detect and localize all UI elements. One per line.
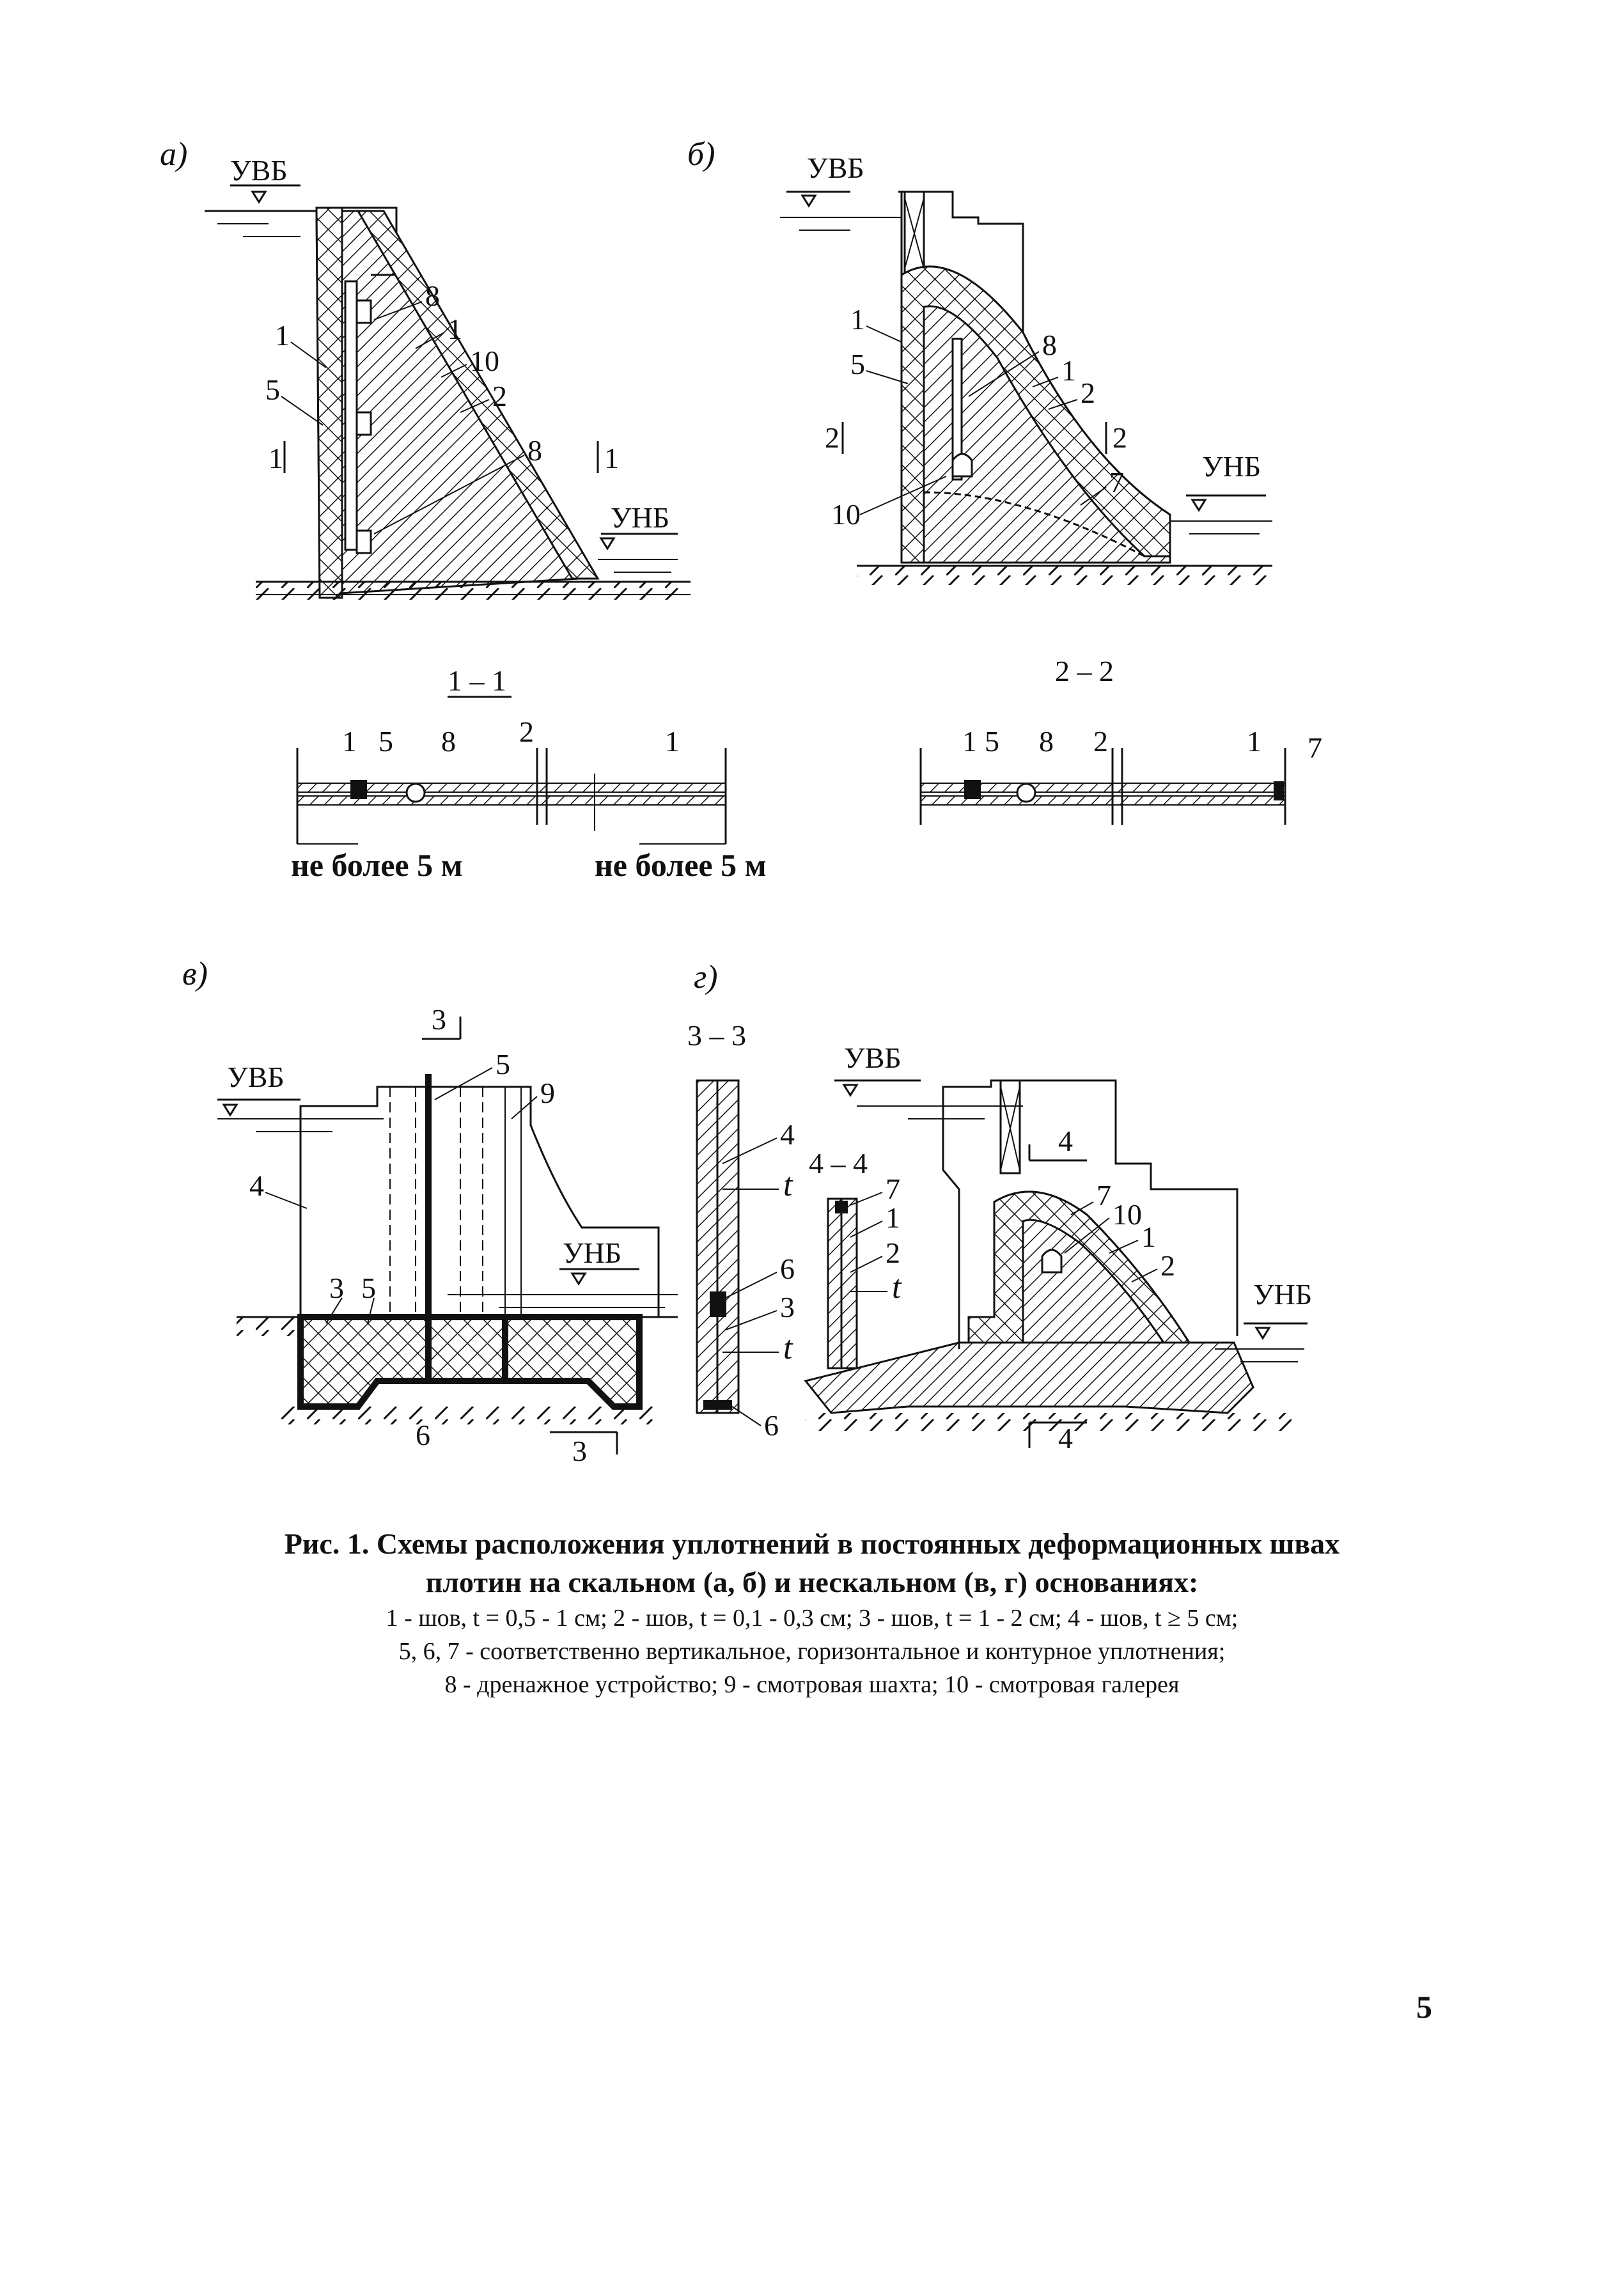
sec33-label-3: 3 [780,1291,795,1323]
panel-b-tag: б) [687,136,715,173]
dam-g-label-2: 2 [1160,1249,1175,1282]
sec11-label-1: 1 [342,725,357,758]
panel-v: в) УВБ УНБ 3 3 5 [182,956,678,1467]
dam-g-label-1: 1 [1141,1220,1156,1253]
unb-label-b: УНБ [1202,450,1261,483]
label-b-8: 8 [1042,329,1057,361]
sec44-label-7: 7 [886,1173,900,1205]
label-v-5b: 5 [361,1272,376,1304]
sec33-label-t: t [783,1167,793,1203]
section-mark-v-top: 3 [432,1003,446,1036]
section-mark-v-bottom: 3 [572,1435,587,1467]
label-a-1: 1 [275,319,290,352]
unb-label-a: УНБ [611,501,669,534]
section-4-4-title: 4 – 4 [809,1147,868,1180]
page-number: 5 [1416,1989,1432,2025]
gallery-b [951,453,973,478]
panel-g-tag: г) [694,959,718,995]
label-b-10: 10 [831,498,861,531]
sec44-label-t: t [892,1269,902,1306]
label-a-10: 10 [470,345,499,377]
sec33-label-4: 4 [780,1118,795,1151]
sec44-label-1: 1 [886,1201,900,1234]
sec11-label-1b: 1 [665,725,680,758]
foundation-v [297,1314,643,1410]
dam-g-label-7: 7 [1097,1179,1111,1212]
dim-left: не более 5 м [291,847,463,883]
sec11-label-2: 2 [519,715,534,748]
caption-legend-line2: 5, 6, 7 - соответственно вертикальное, г… [398,1638,1226,1665]
sec33-label-6b: 6 [764,1409,779,1442]
gallery-g [1041,1249,1063,1274]
label-v-5: 5 [496,1048,510,1080]
section-mark-a-left: 1 [269,442,283,474]
label-v-3: 3 [329,1272,344,1304]
caption-legend-line3: 8 - дренажное устройство; 9 - смотровая … [444,1671,1180,1698]
section-1-1-title: 1 – 1 [448,664,506,697]
water-level-icon [251,191,267,204]
section-mark-g-bottom: 4 [1058,1422,1073,1454]
sec11-label-5: 5 [379,725,393,758]
dim-right: не более 5 м [595,847,767,883]
label-b-2: 2 [1081,377,1095,409]
sec44-label-2: 2 [886,1236,900,1269]
uvb-label-a: УВБ [230,154,288,187]
caption-title-line1: Рис. 1. Схемы расположения уплотнений в … [284,1527,1340,1560]
unb-label-v: УНБ [563,1236,621,1269]
label-a-8: 8 [425,279,440,312]
label-b-1b: 1 [1061,354,1076,387]
sec22-label-5: 5 [985,725,999,758]
caption-title-line2: плотин на скальном (а, б) и нескальном (… [425,1566,1199,1598]
uvb-label-b: УВБ [807,152,864,184]
panel-a: а) УВБ УНБ 1 1 1 [160,136,691,600]
figure-drawing: а) УВБ УНБ 1 1 1 [160,136,1322,1467]
section-3-3-title: 3 – 3 [687,1019,746,1052]
panel-g: г) 3 – 3 4 t 6 3 t 6 4 – 4 7 1 2 t УВБ [687,959,1312,1454]
panel-v-tag: в) [182,956,208,992]
drain-1 [405,783,426,803]
base-slab-g [804,1341,1254,1414]
label-a-8b: 8 [527,434,542,467]
section-2-2-title: 2 – 2 [1055,655,1114,687]
sec22-label-7: 7 [1308,731,1322,764]
label-a-1b: 1 [448,313,462,345]
figure-caption: Рис. 1. Схемы расположения уплотнений в … [128,1525,1496,1701]
caption-legend-line1: 1 - шов, t = 0,5 - 1 см; 2 - шов, t = 0,… [386,1605,1238,1632]
section-mark-g-top: 4 [1058,1125,1073,1157]
contour-seal-2 [1274,781,1284,800]
label-v-6: 6 [416,1419,430,1451]
section-mark-b-left: 2 [825,421,839,454]
label-v-9: 9 [540,1077,555,1109]
label-b-7: 7 [1109,466,1124,499]
label-b-5: 5 [850,348,865,380]
sec22-label-1b: 1 [1247,725,1261,758]
label-v-4: 4 [249,1169,264,1202]
sec33-label-6: 6 [780,1252,795,1285]
section-2-2: 2 – 2 1 5 8 2 1 7 [919,655,1322,825]
panel-a-tag: а) [160,136,187,173]
label-b-1: 1 [850,303,865,336]
panel-b: б) УВБ УНБ 2 2 1 5 [687,136,1272,585]
sec11-label-8: 8 [441,725,456,758]
section-mark-b-right: 2 [1113,421,1127,454]
sec22-label-1: 1 [962,725,977,758]
label-a-5: 5 [265,373,280,406]
uvb-label-v: УВБ [227,1061,285,1093]
sec33-label-t2: t [783,1330,793,1366]
sec22-label-2: 2 [1093,725,1108,758]
uvb-label-g: УВБ [844,1041,902,1074]
section-mark-a-right: 1 [604,442,619,474]
label-a-2: 2 [492,380,507,412]
drain-pipe-a [344,280,358,551]
dam-g-label-10: 10 [1113,1198,1142,1231]
section-1-1: 1 – 1 1 5 8 2 1 не более 5 м не более 5 … [291,664,767,883]
sec22-label-8: 8 [1039,725,1054,758]
unb-label-g: УНБ [1253,1278,1312,1311]
vertical-seal-1 [350,780,367,799]
